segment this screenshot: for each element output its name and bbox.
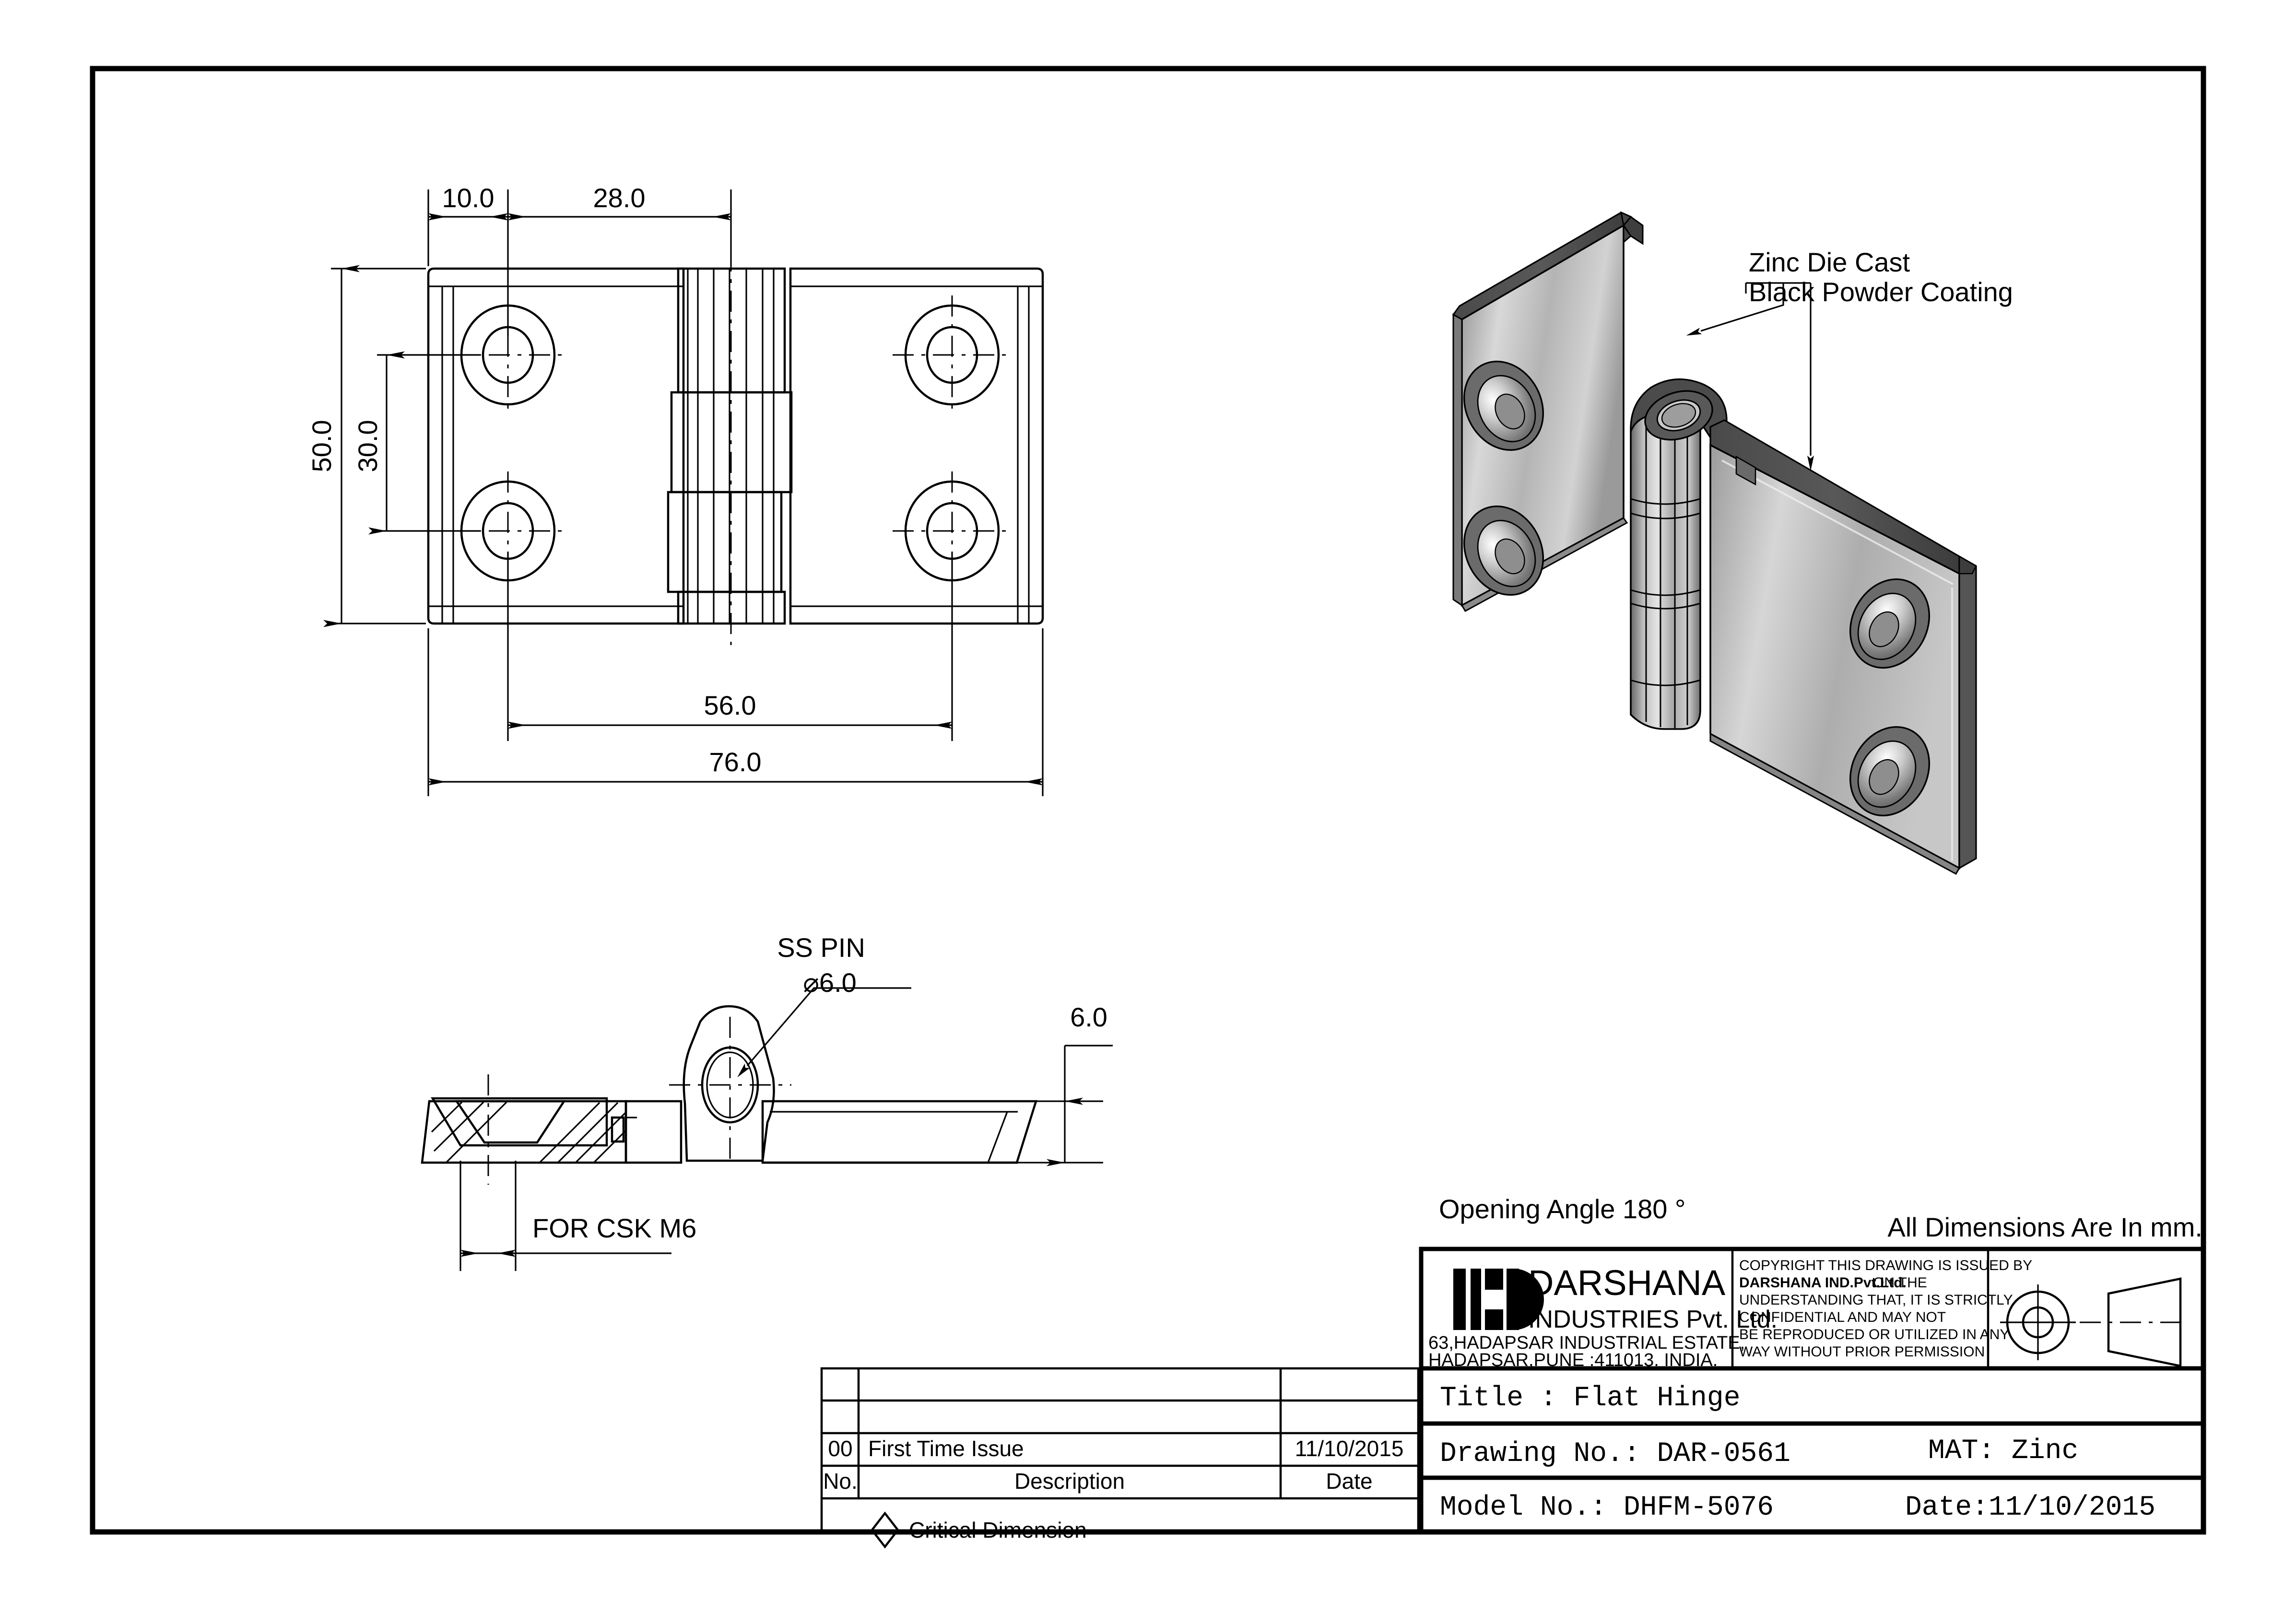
material-callout-line1: Zinc Die Cast <box>1749 247 1910 277</box>
front-view-geometry <box>427 250 1044 645</box>
opening-angle-note: Opening Angle 180 ° <box>1439 1194 1685 1224</box>
company-name-primary: DARSHANA <box>1528 1263 1726 1303</box>
copyright-line-4: CONFIDENTIAL AND MAY NOT <box>1739 1309 1946 1325</box>
revision-row-no: 00 <box>828 1436 852 1461</box>
date-field: Date:11/10/2015 <box>1905 1492 2155 1523</box>
front-view-dimension-lines <box>323 189 1044 796</box>
dimension-50: 50.0 <box>306 420 337 472</box>
pin-diameter-label: ⌀6.0 <box>803 967 857 998</box>
dimension-76: 76.0 <box>709 747 762 777</box>
copyright-line-3: UNDERSTANDING THAT, IT IS STRICTLY <box>1739 1292 2013 1308</box>
material-callout-line2: Black Powder Coating <box>1749 277 2013 307</box>
company-address-line2: HADAPSAR,PUNE :411013. INDIA. <box>1428 1350 1718 1370</box>
thickness-dimension-6: 6.0 <box>1070 1002 1107 1032</box>
model-number-field: Model No.: DHFM-5076 <box>1440 1492 1774 1523</box>
csk-m6-label: FOR CSK M6 <box>532 1213 696 1243</box>
copyright-line-2-tail: ON THE <box>1873 1275 1927 1291</box>
material-field: MAT: Zinc <box>1928 1436 2078 1467</box>
title-block-grid <box>1419 1247 2206 1534</box>
units-note: All Dimensions Are In mm. <box>1887 1212 2202 1242</box>
copyright-line-1: COPYRIGHT THIS DRAWING IS ISSUED BY <box>1739 1258 2032 1273</box>
revision-header-description: Description <box>1014 1469 1125 1494</box>
drawing-number-field: Drawing No.: DAR-0561 <box>1440 1438 1790 1470</box>
critical-dimension-note: Critical Dimension <box>909 1518 1087 1542</box>
section-view-geometry <box>421 987 1113 1271</box>
dimension-30: 30.0 <box>353 420 383 472</box>
dimension-28: 28.0 <box>593 183 646 213</box>
isometric-view <box>1452 211 1977 875</box>
ss-pin-label: SS PIN <box>777 932 865 963</box>
copyright-company-bold: DARSHANA IND.Pvt.Ltd. <box>1739 1275 1907 1291</box>
copyright-line-5: BE REPRODUCED OR UTILIZED IN ANY <box>1739 1327 2009 1342</box>
copyright-line-6: WAY WITHOUT PRIOR PERMISSION <box>1739 1344 1985 1360</box>
revision-row-description: First Time Issue <box>868 1436 1024 1461</box>
dimension-10: 10.0 <box>442 183 495 213</box>
company-address-line1: 63,HADAPSAR INDUSTRIAL ESTATE, <box>1428 1333 1745 1353</box>
first-angle-projection-symbol <box>2000 1277 2187 1367</box>
revision-row-date: 11/10/2015 <box>1295 1436 1404 1461</box>
revision-header-no: No. <box>823 1469 858 1494</box>
copyright-line-2: DARSHANA IND.Pvt.Ltd. ON THE <box>1739 1275 1927 1291</box>
revision-table-grid <box>820 1367 1420 1549</box>
company-logo-icon <box>1453 1269 1544 1330</box>
revision-header-date: Date <box>1326 1469 1372 1494</box>
dimension-56: 56.0 <box>704 690 756 720</box>
title-field: Title : Flat Hinge <box>1440 1383 1741 1414</box>
company-name-secondary: INDUSTRIES Pvt. Ltd. <box>1528 1306 1778 1333</box>
